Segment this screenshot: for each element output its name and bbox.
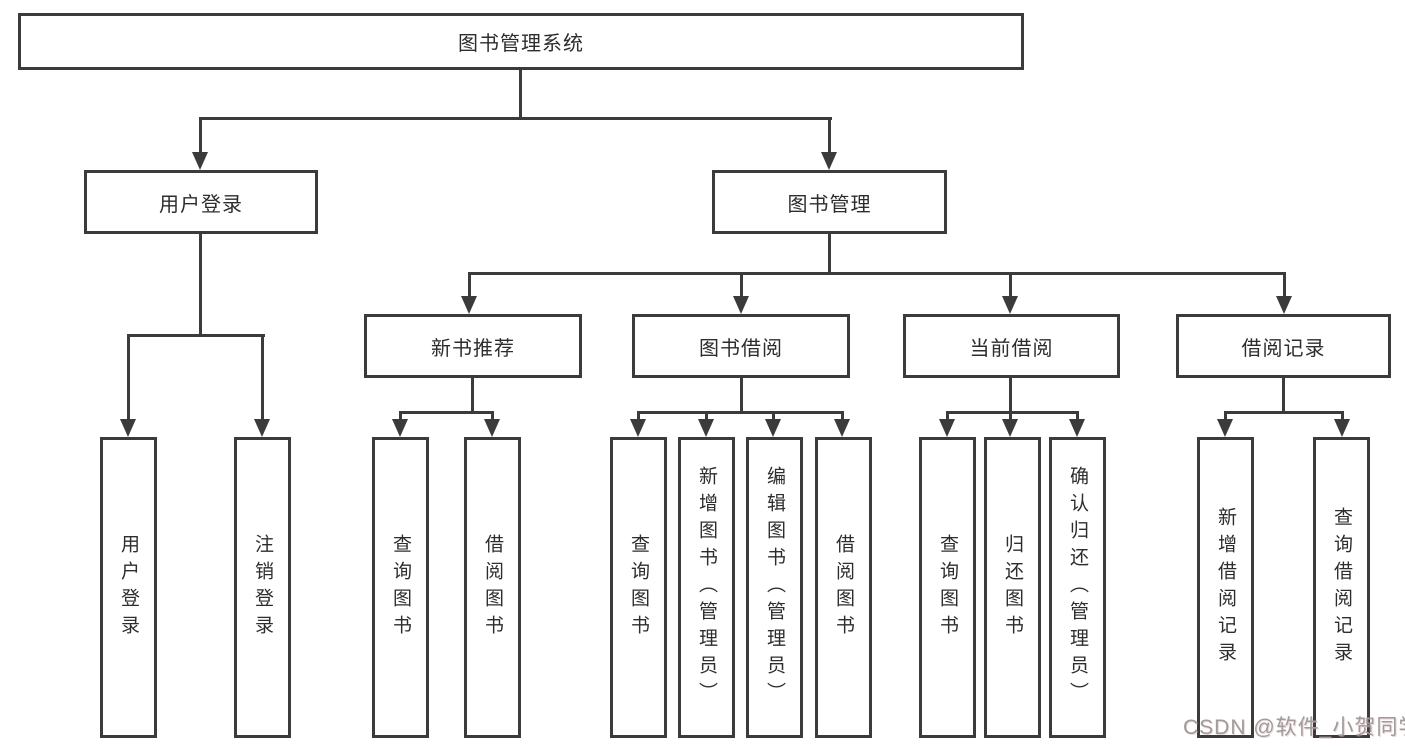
- node-current-borrowing: 当前借阅: [903, 314, 1120, 378]
- node-user-login: 用户登录: [84, 170, 318, 234]
- leaf-user-login: 用户登录: [100, 437, 157, 738]
- leaf-return-books: 归还图书: [984, 437, 1041, 738]
- connector-groupB-stub1: [399, 413, 402, 421]
- leaf-borrow-books-recommend-label: 借阅图书: [482, 533, 503, 642]
- connector-groupC-stub3: [772, 413, 775, 421]
- arrowhead-D3: [1069, 419, 1085, 437]
- connector-stub-login-leaf: [127, 336, 130, 421]
- leaf-user-login-label: 用户登录: [118, 533, 139, 642]
- connector-groupD-stub3: [1076, 413, 1079, 421]
- connector-stub-book-borrow: [740, 274, 743, 298]
- leaf-borrow-books: 借阅图书: [815, 437, 872, 738]
- connector-groupB-hline: [399, 411, 494, 414]
- leaf-logout: 注销登录: [234, 437, 291, 738]
- connector-stub-book-mgmt: [828, 119, 831, 153]
- leaf-add-books-admin-label: 新增图书（管理员）: [696, 466, 717, 709]
- connector-groupE-hline: [1224, 411, 1344, 414]
- connector-root-vline: [519, 70, 522, 118]
- connector-groupB-vstub: [471, 378, 474, 414]
- leaf-query-borrow-record: 查询借阅记录: [1313, 437, 1370, 738]
- connector-groupD-hline: [946, 411, 1079, 414]
- connector-groupD-stub2: [1009, 413, 1012, 421]
- connector-userlogin-vline: [199, 234, 202, 336]
- node-user-login-label: 用户登录: [159, 193, 243, 216]
- arrowhead-logout-leaf: [254, 419, 270, 437]
- connector-stub-new-book: [468, 274, 471, 298]
- connector-groupC-hline: [637, 411, 844, 414]
- leaf-borrow-books-label: 借阅图书: [833, 533, 854, 642]
- connector-groupC-stub1: [637, 413, 640, 421]
- node-book-management: 图书管理: [712, 170, 947, 234]
- arrowhead-E1: [1217, 419, 1233, 437]
- arrowhead-login-leaf: [120, 419, 136, 437]
- leaf-query-books-current: 查询图书: [919, 437, 976, 738]
- connector-groupD-stub1: [946, 413, 949, 421]
- node-borrowing-records: 借阅记录: [1176, 314, 1391, 378]
- leaf-query-books-recommend-label: 查询图书: [390, 533, 411, 642]
- node-root-label: 图书管理系统: [458, 33, 584, 55]
- leaf-return-books-label: 归还图书: [1002, 533, 1023, 642]
- node-current-borrowing-label: 当前借阅: [969, 337, 1054, 360]
- leaf-logout-label: 注销登录: [252, 533, 273, 642]
- arrowhead-book-borrow: [733, 296, 749, 314]
- leaf-confirm-return-admin-label: 确认归还（管理员）: [1067, 466, 1088, 709]
- connector-groupB-stub2: [491, 413, 494, 421]
- arrowhead-C1: [630, 419, 646, 437]
- arrowhead-B2: [484, 419, 500, 437]
- connector-groupC-stub4: [841, 413, 844, 421]
- leaf-edit-books-admin-label: 编辑图书（管理员）: [764, 466, 785, 709]
- node-root-system: 图书管理系统: [18, 13, 1024, 70]
- node-book-borrowing: 图书借阅: [632, 314, 850, 378]
- leaf-add-books-admin: 新增图书（管理员）: [678, 437, 735, 738]
- connector-stub-borrow-record: [1283, 274, 1286, 298]
- arrowhead-E2: [1334, 419, 1350, 437]
- connector-groupC-vstub: [740, 378, 743, 414]
- connector-stub-current-borrow: [1009, 274, 1012, 298]
- connector-userlogin-hline: [127, 334, 265, 337]
- leaf-query-books-borrow-label: 查询图书: [628, 533, 649, 642]
- arrowhead-new-book: [461, 296, 477, 314]
- connector-groupE-stub1: [1224, 413, 1227, 421]
- connector-stub-logout-leaf: [261, 336, 264, 421]
- arrowhead-D1: [939, 419, 955, 437]
- connector-mgmt-hline: [468, 272, 1286, 275]
- arrowhead-book-mgmt: [821, 152, 837, 170]
- node-book-management-label: 图书管理: [787, 193, 872, 216]
- connector-mgmt-vline: [828, 234, 831, 274]
- leaf-confirm-return-admin: 确认归还（管理员）: [1049, 437, 1106, 738]
- connector-groupC-stub2: [705, 413, 708, 421]
- leaf-query-books-recommend: 查询图书: [372, 437, 429, 738]
- arrowhead-D2: [1002, 419, 1018, 437]
- arrowhead-B1: [392, 419, 408, 437]
- leaf-query-borrow-record-label: 查询借阅记录: [1331, 506, 1352, 669]
- connector-groupE-vstub: [1282, 378, 1285, 414]
- arrowhead-borrow-record: [1276, 296, 1292, 314]
- arrowhead-current-borrow: [1002, 296, 1018, 314]
- connector-root-hline: [199, 117, 832, 120]
- leaf-edit-books-admin: 编辑图书（管理员）: [746, 437, 803, 738]
- leaf-borrow-books-recommend: 借阅图书: [464, 437, 521, 738]
- node-new-book-recommend-label: 新书推荐: [431, 337, 515, 360]
- connector-stub-user-login: [199, 119, 202, 153]
- node-new-book-recommend: 新书推荐: [364, 314, 582, 378]
- csdn-watermark: CSDN @软件_小贺同学: [1183, 716, 1405, 739]
- arrowhead-C2: [698, 419, 714, 437]
- arrowhead-user-login: [192, 152, 208, 170]
- leaf-query-books-borrow: 查询图书: [610, 437, 667, 738]
- arrowhead-C3: [765, 419, 781, 437]
- connector-groupE-stub2: [1341, 413, 1344, 421]
- connector-groupD-vstub: [1009, 378, 1012, 414]
- arrowhead-C4: [834, 419, 850, 437]
- node-book-borrowing-label: 图书借阅: [699, 337, 783, 360]
- leaf-query-books-current-label: 查询图书: [937, 533, 958, 642]
- leaf-add-borrow-record: 新增借阅记录: [1197, 437, 1254, 738]
- leaf-add-borrow-record-label: 新增借阅记录: [1215, 506, 1236, 669]
- node-borrowing-records-label: 借阅记录: [1241, 337, 1326, 360]
